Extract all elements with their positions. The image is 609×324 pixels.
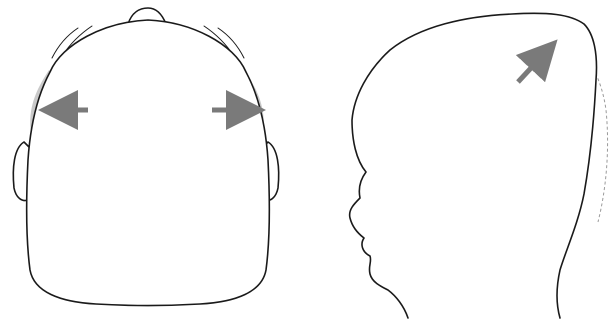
side-profile-panel xyxy=(350,13,608,318)
top-view-head-outline xyxy=(27,20,270,306)
top-view-panel xyxy=(13,8,278,306)
side-profile-head-outline xyxy=(350,13,597,318)
